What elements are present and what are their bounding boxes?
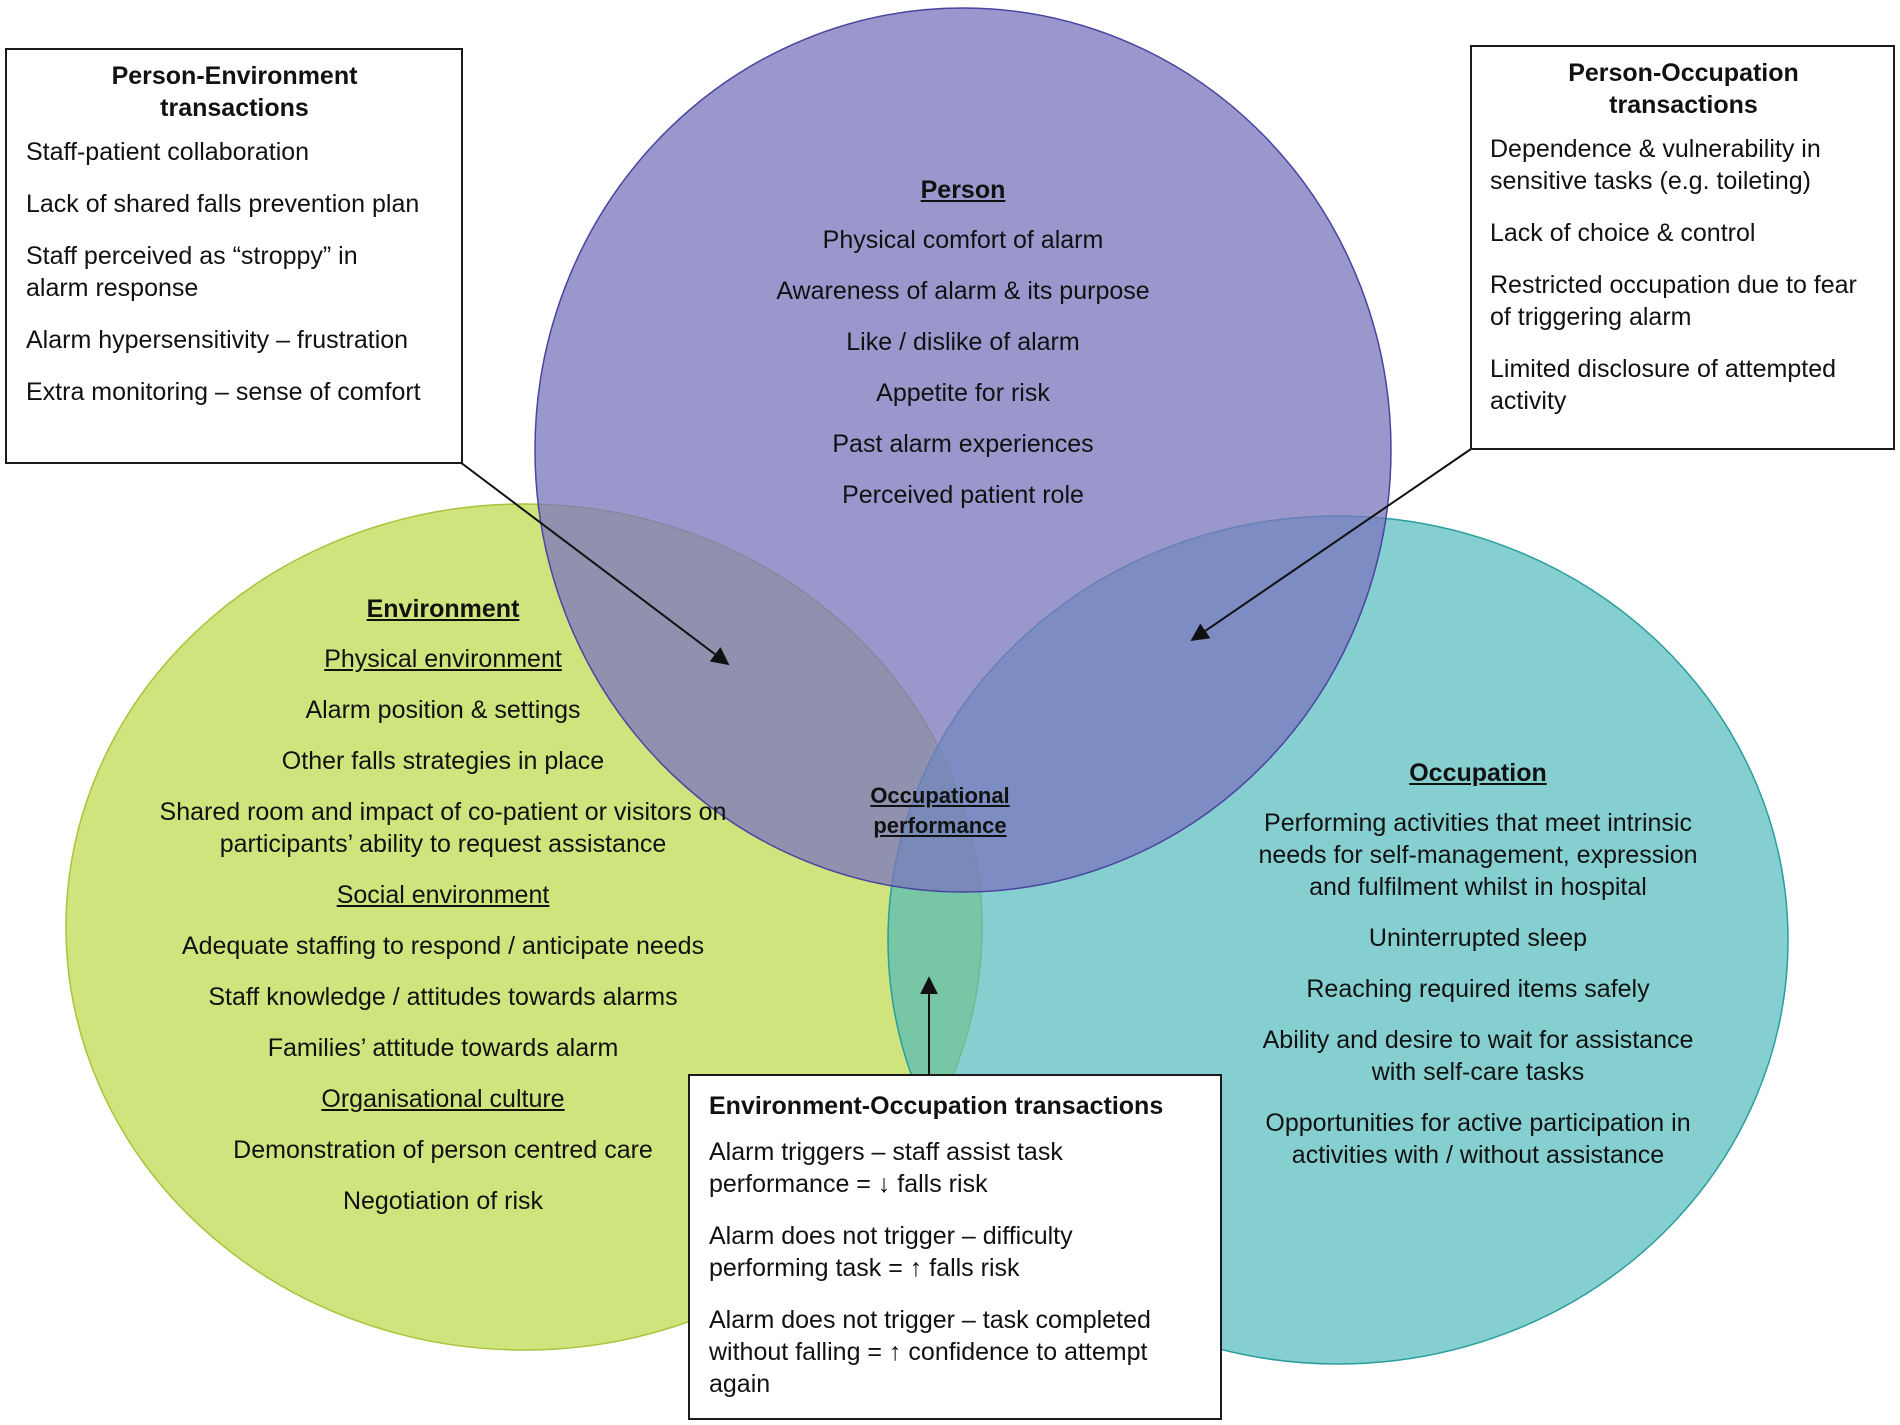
person-environment-title: Person-Environment transactions: [111, 62, 358, 122]
person-text: Person Physical comfort of alarm Awarene…: [713, 174, 1213, 530]
pe-item: Extra monitoring – sense of comfort: [26, 378, 421, 406]
occupational-performance-label: Occupational performance: [870, 783, 1010, 838]
occupation-item: Uninterrupted sleep: [1368, 924, 1588, 952]
person-occupation-box: Person-Occupation transactions Dependenc…: [1470, 45, 1895, 450]
pe-item: Alarm hypersensitivity – frustration: [26, 326, 409, 354]
person-item: Past alarm experiences: [832, 430, 1094, 458]
person-circle: [534, 7, 1392, 893]
environment-item: Demonstration of person centred care: [233, 1136, 653, 1164]
pe-arrow: [459, 461, 730, 666]
person-item: Like / dislike of alarm: [846, 328, 1080, 356]
occupation-item: Ability and desire to wait for assistanc…: [1262, 1026, 1694, 1086]
pe-item: Lack of shared falls prevention plan: [26, 190, 420, 218]
environment-occupation-title: Environment-Occupation transactions: [709, 1092, 1164, 1120]
person-item: Appetite for risk: [876, 379, 1050, 407]
physical-environment-heading: Physical environment: [324, 645, 562, 673]
po-item: Restricted occupation due to fear of tri…: [1490, 271, 1857, 331]
environment-item: Shared room and impact of co-patient or …: [159, 798, 727, 858]
social-environment-heading: Social environment: [336, 881, 550, 909]
po-item: Dependence & vulnerability in sensitive …: [1490, 135, 1821, 195]
environment-item: Staff knowledge / attitudes towards alar…: [208, 983, 678, 1011]
organisational-culture-heading: Organisational culture: [321, 1085, 565, 1113]
po-arrow: [1190, 448, 1472, 642]
person-environment-box: Person-Environment transactions Staff-pa…: [5, 48, 463, 464]
environment-occupation-box: Environment-Occupation transactions Alar…: [688, 1074, 1222, 1420]
person-item: Awareness of alarm & its purpose: [776, 277, 1150, 305]
person-item: Perceived patient role: [842, 481, 1084, 509]
environment-text: Environment Physical environment Alarm p…: [143, 593, 743, 1236]
occupation-item: Opportunities for active participation i…: [1265, 1109, 1691, 1169]
pe-item: Staff-patient collaboration: [26, 138, 310, 166]
environment-item: Negotiation of risk: [342, 1187, 544, 1215]
environment-item: Other falls strategies in place: [281, 747, 605, 775]
environment-item: Adequate staffing to respond / anticipat…: [181, 932, 705, 960]
eo-item: Alarm triggers – staff assist task perfo…: [709, 1138, 1063, 1198]
eo-item: Alarm does not trigger – difficulty perf…: [709, 1222, 1073, 1282]
person-item: Physical comfort of alarm: [822, 226, 1104, 254]
environment-item: Families’ attitude towards alarm: [267, 1034, 619, 1062]
occupation-item: Reaching required items safely: [1306, 975, 1650, 1003]
po-item: Limited disclosure of attempted activity: [1490, 355, 1837, 415]
occupation-heading: Occupation: [1409, 759, 1547, 787]
pe-item: Staff perceived as “stroppy” in alarm re…: [26, 242, 358, 302]
po-item: Lack of choice & control: [1490, 219, 1756, 247]
occupation-item: Performing activities that meet intrinsi…: [1258, 809, 1698, 901]
eo-item: Alarm does not trigger – task completed …: [709, 1306, 1151, 1398]
environment-item: Alarm position & settings: [305, 696, 581, 724]
person-heading: Person: [920, 176, 1006, 204]
occupation-text: Occupation Performing activities that me…: [1238, 757, 1718, 1190]
environment-heading: Environment: [366, 595, 520, 623]
person-occupation-title: Person-Occupation transactions: [1568, 59, 1799, 119]
